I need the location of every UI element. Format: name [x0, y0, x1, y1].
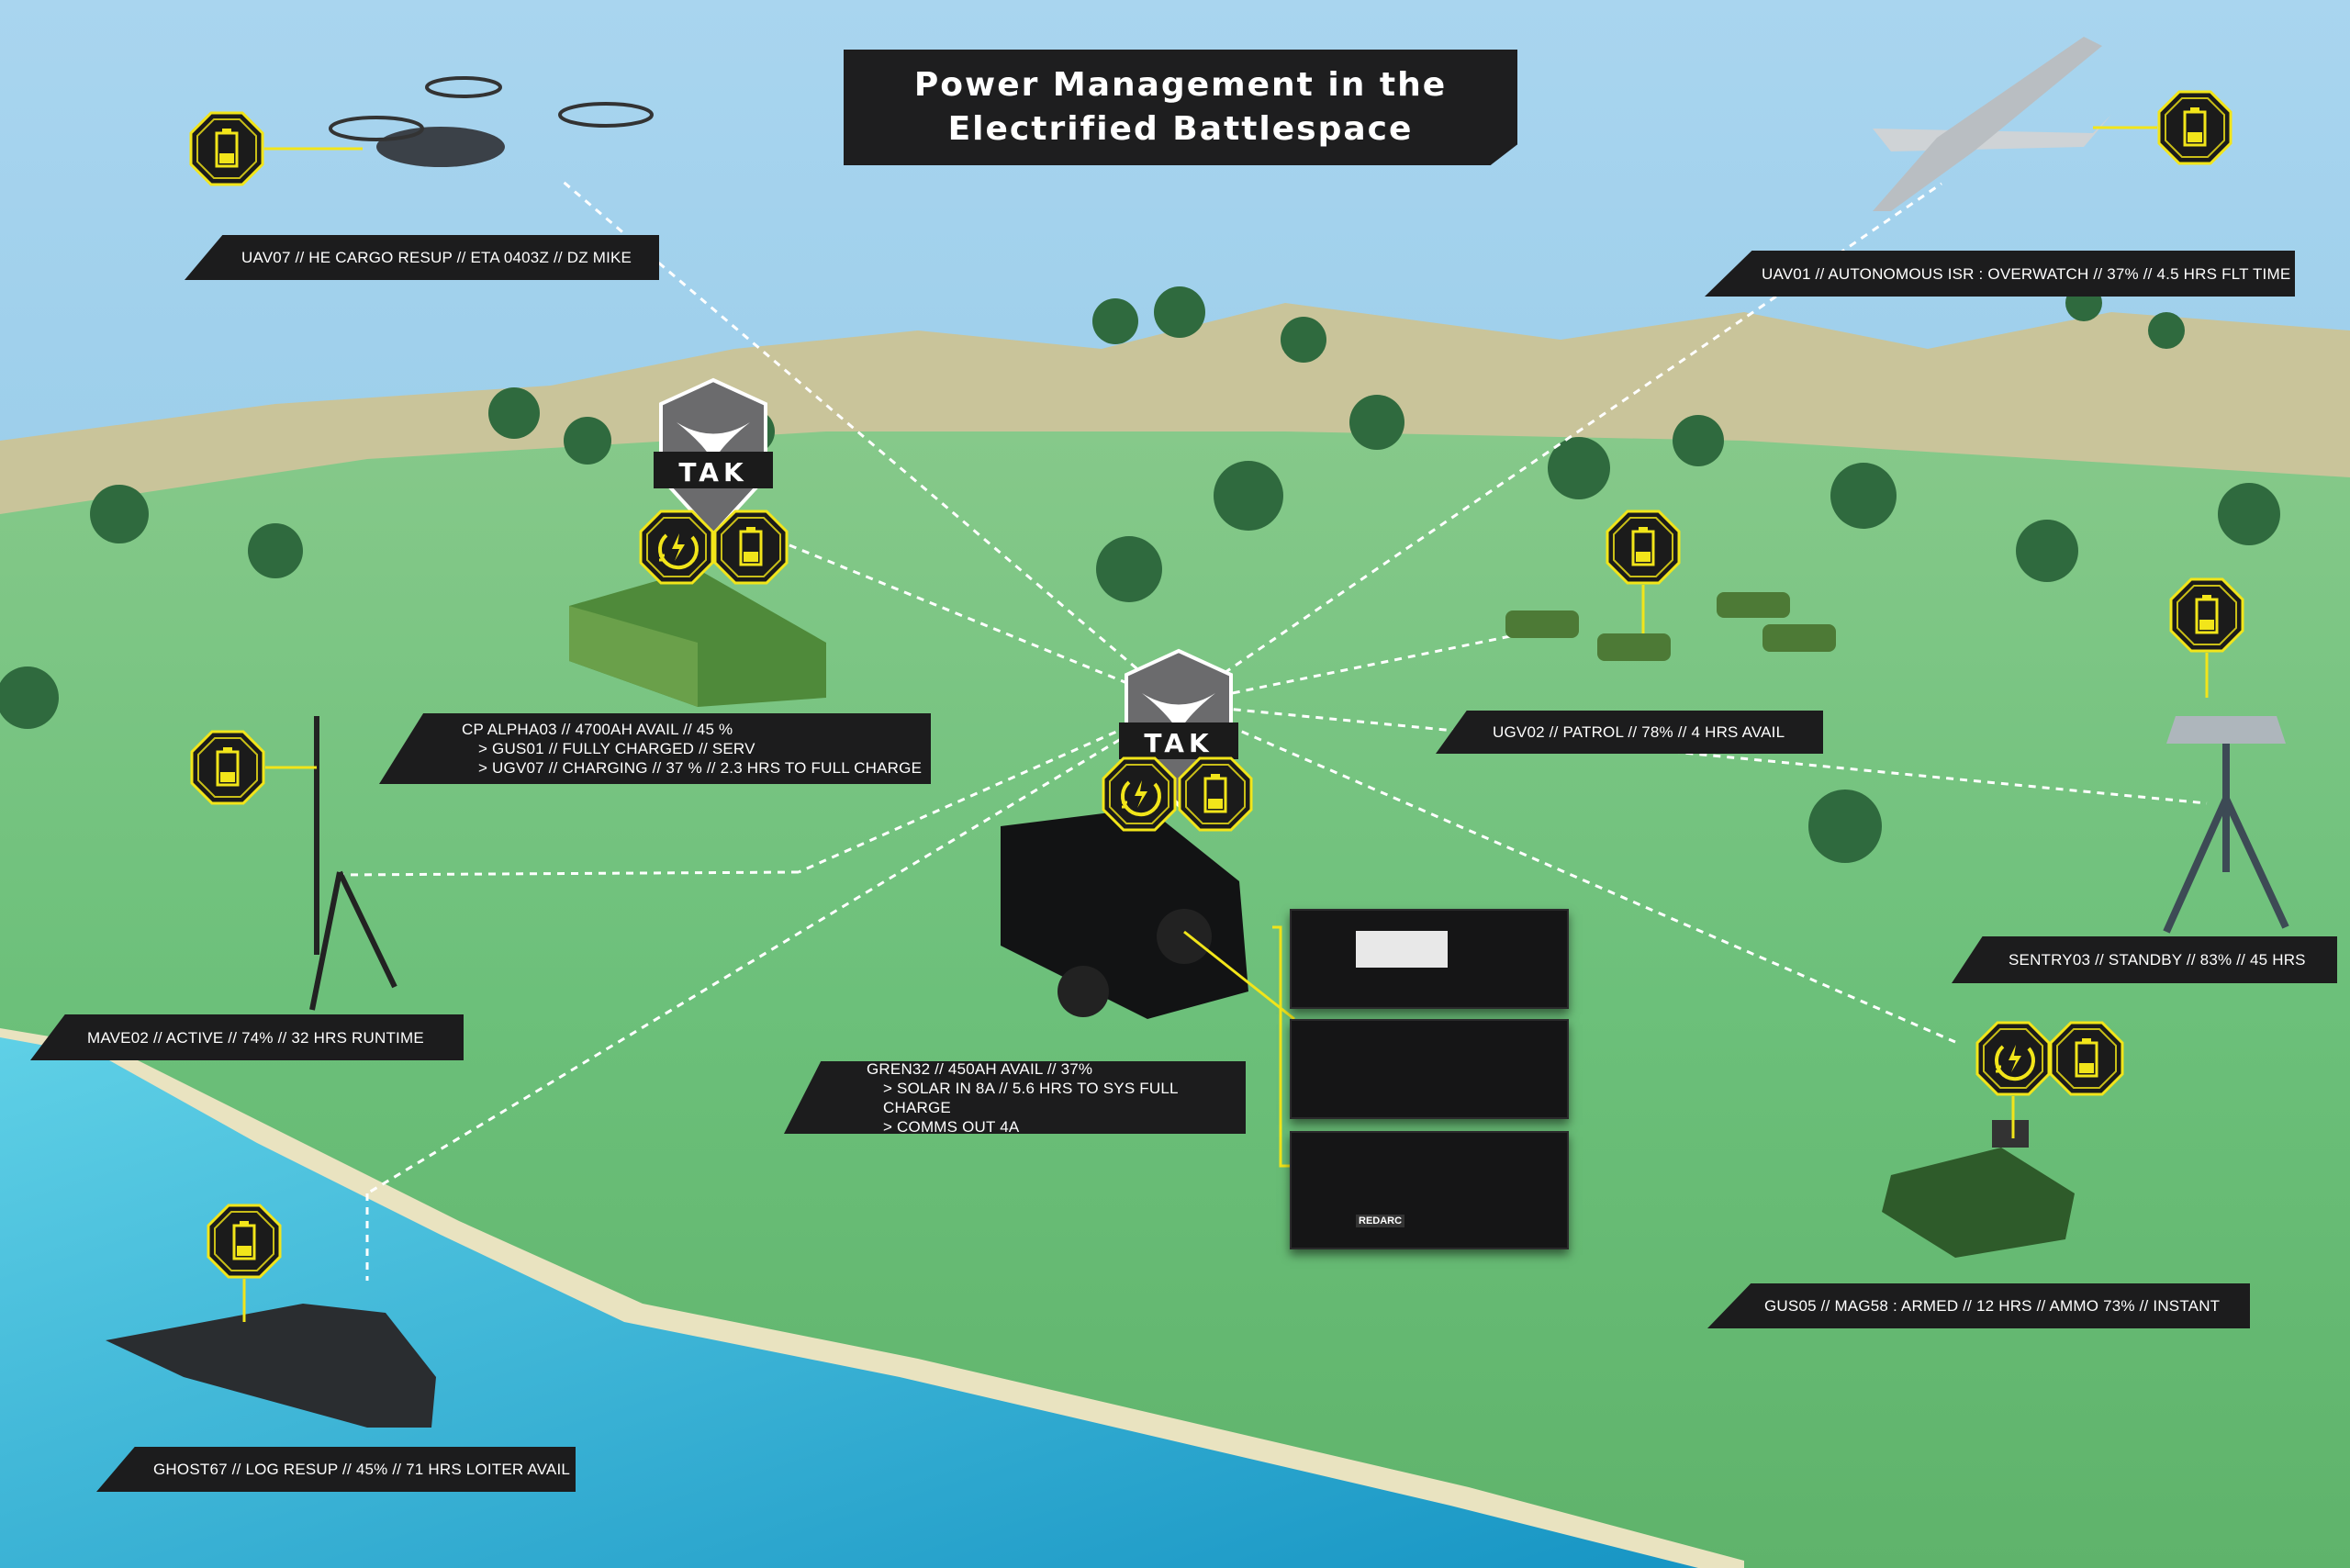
- rack-brand: REDARC: [1356, 1215, 1405, 1227]
- connector-lines: [242, 126, 2209, 1322]
- mave02-mast: [309, 716, 397, 1011]
- battery-icon[interactable]: [2157, 90, 2232, 165]
- eagle-shield-icon: [654, 377, 773, 537]
- title-line-1: Power Management in the: [913, 66, 1448, 104]
- ghost67-boat: [106, 1304, 436, 1428]
- battery-icon[interactable]: [190, 730, 265, 805]
- label-line: GUS05 // MAG58 : ARMED // 12 HRS // AMMO…: [1764, 1297, 2221, 1315]
- battery-icon[interactable]: [1178, 756, 1253, 832]
- label-line: SENTRY03 // STANDBY // 83% // 45 HRS: [2009, 951, 2306, 969]
- label-line: UGV02 // PATROL // 78% // 4 HRS AVAIL: [1493, 723, 1785, 741]
- battery-icon[interactable]: [713, 510, 789, 585]
- label-mave02[interactable]: MAVE02 // ACTIVE // 74% // 32 HRS RUNTIM…: [30, 1014, 464, 1060]
- power-rack-1: [1290, 909, 1569, 1009]
- label-ugv02[interactable]: UGV02 // PATROL // 78% // 4 HRS AVAIL: [1436, 711, 1823, 754]
- sentry03-tripod: [2163, 716, 2289, 934]
- battery-icon[interactable]: [189, 111, 264, 186]
- label-gren32[interactable]: GREN32 // 450AH AVAIL // 37%> SOLAR IN 8…: [784, 1061, 1246, 1134]
- label-sentry03[interactable]: SENTRY03 // STANDBY // 83% // 45 HRS: [1952, 936, 2337, 983]
- label-line: > UGV07 // CHARGING // 37 % // 2.3 HRS T…: [478, 759, 923, 777]
- charging-icon[interactable]: [639, 510, 714, 585]
- tak-label: TAK: [678, 457, 748, 487]
- label-line: GREN32 // 450AH AVAIL // 37%: [867, 1059, 1093, 1078]
- gren32-vehicle: [1001, 808, 1248, 1019]
- page-title: Power Management in the Electrified Batt…: [844, 50, 1517, 165]
- title-line-2: Electrified Battlespace: [947, 110, 1414, 148]
- label-line: > GUS01 // FULLY CHARGED // SERV: [478, 740, 755, 757]
- label-line: UAV01 // AUTONOMOUS ISR : OVERWATCH // 3…: [1762, 264, 2291, 283]
- label-line: > COMMS OUT 4A: [883, 1117, 1020, 1136]
- uav07-quadcopter: [329, 76, 654, 167]
- label-uav01[interactable]: UAV01 // AUTONOMOUS ISR : OVERWATCH // 3…: [1705, 251, 2295, 297]
- label-line: CP ALPHA03 // 4700AH AVAIL // 45 %: [462, 721, 733, 738]
- rack-panel: [1356, 931, 1448, 968]
- power-rack-3: REDARC: [1290, 1131, 1569, 1249]
- trees: [0, 285, 2280, 863]
- label-line: MAVE02 // ACTIVE // 74% // 32 HRS RUNTIM…: [87, 1028, 424, 1047]
- battery-icon[interactable]: [1606, 510, 1681, 585]
- battery-icon[interactable]: [2169, 577, 2244, 653]
- charging-icon[interactable]: [1102, 756, 1177, 832]
- tak-label: TAK: [1144, 728, 1214, 758]
- label-ghost67[interactable]: GHOST67 // LOG RESUP // 45% // 71 HRS LO…: [96, 1447, 576, 1492]
- label-line: UAV07 // HE CARGO RESUP // ETA 0403Z // …: [241, 249, 632, 266]
- cp-alpha03-tent: [569, 569, 826, 707]
- ugv02-robot-dogs: [1505, 592, 1836, 661]
- tak-badge-cp[interactable]: TAK: [654, 376, 773, 538]
- label-line: > SOLAR IN 8A // 5.6 HRS TO SYS FULL CHA…: [883, 1079, 1179, 1116]
- label-gus05[interactable]: GUS05 // MAG58 : ARMED // 12 HRS // AMMO…: [1707, 1283, 2250, 1328]
- battery-icon[interactable]: [207, 1204, 282, 1279]
- power-rack-2: [1290, 1019, 1569, 1119]
- label-cp-alpha03[interactable]: CP ALPHA03 // 4700AH AVAIL // 45 % > GUS0…: [379, 713, 931, 784]
- charging-icon[interactable]: [1975, 1021, 2051, 1096]
- uav01-fixed-wing: [1873, 37, 2111, 211]
- label-uav07[interactable]: UAV07 // HE CARGO RESUP // ETA 0403Z // …: [185, 235, 659, 280]
- label-line: GHOST67 // LOG RESUP // 45% // 71 HRS LO…: [153, 1461, 571, 1478]
- gus05-armed-ugv: [1882, 1120, 2075, 1258]
- network-links: [339, 177, 2208, 1281]
- battery-icon[interactable]: [2049, 1021, 2124, 1096]
